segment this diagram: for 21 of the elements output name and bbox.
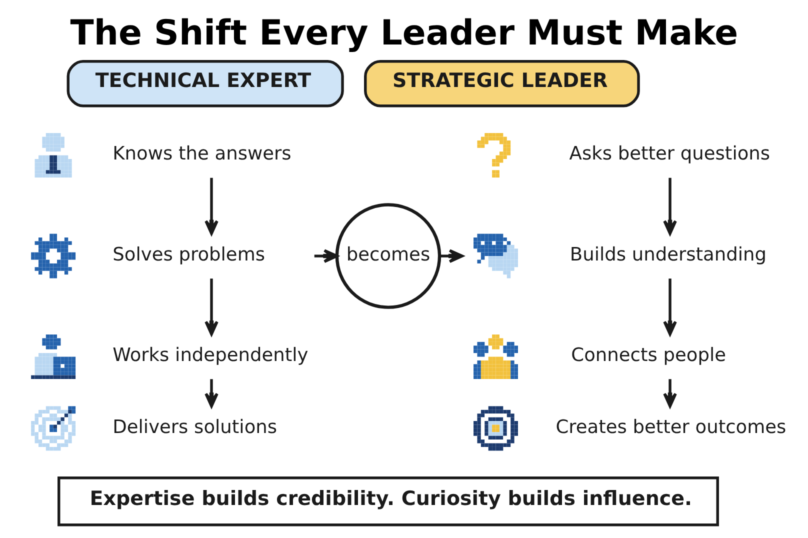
arrow (663, 278, 677, 336)
arrow (663, 178, 677, 235)
arrow (440, 249, 464, 263)
node-box: TECHNICAL EXPERT (66, 60, 344, 108)
node-box: Expertise builds credibility. Curiosity builds influence. (58, 476, 719, 526)
node-text: Works independently (112, 345, 308, 366)
arrow (204, 278, 218, 336)
node-text: Creates better outcomes (556, 416, 786, 438)
diagram-title: The Shift Every Leader Must Make (70, 14, 738, 54)
node-text: Builds understanding (570, 244, 767, 266)
node-text: Knows the answers (112, 144, 292, 165)
node-circle: becomes (335, 203, 442, 309)
node-box: STRATEGIC LEADER (364, 60, 640, 108)
arrow (663, 379, 677, 408)
node-text: Connects people (571, 345, 726, 366)
node-text: Asks better questions (569, 144, 770, 165)
arrow (204, 178, 218, 235)
node-text: Solves problems (112, 244, 266, 266)
node-text: Delivers solutions (112, 416, 278, 438)
arrow (204, 379, 218, 408)
arrow (314, 249, 338, 263)
